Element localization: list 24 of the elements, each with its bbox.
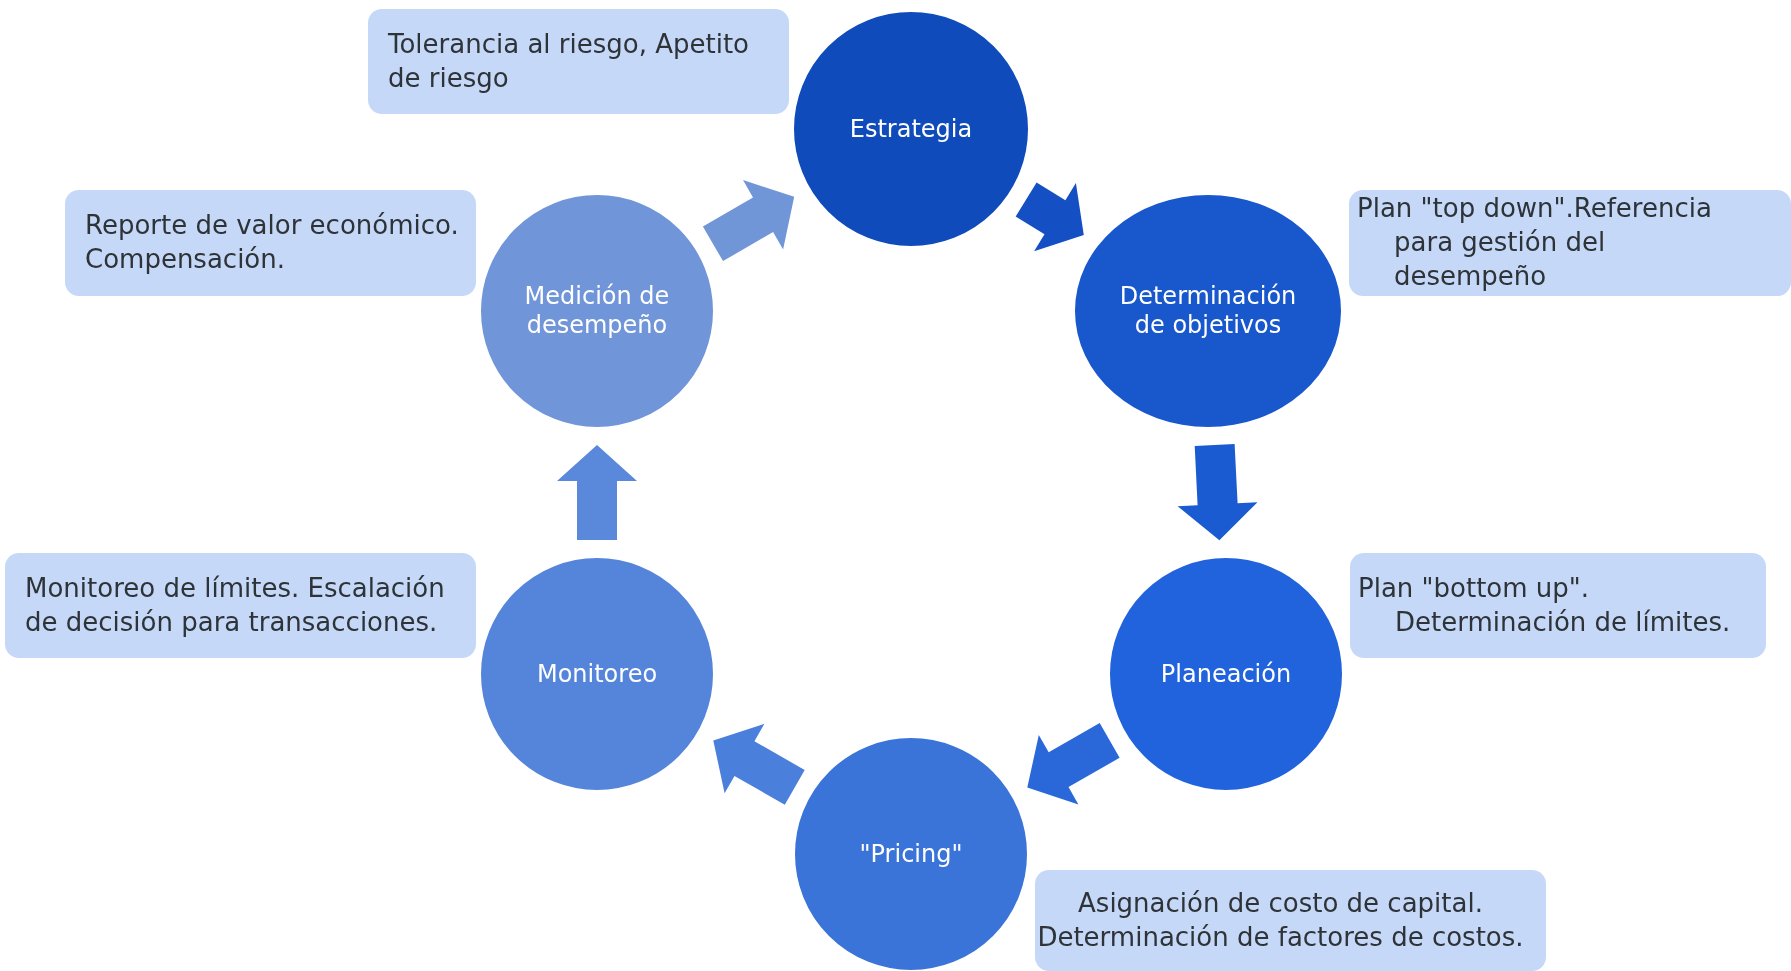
callout-text: Plan "top down".Referencia para gestión del desempeño — [1357, 192, 1713, 293]
circle-label: Estrategia — [849, 114, 973, 144]
callout-box — [1035, 870, 1546, 971]
block-arrow — [713, 723, 805, 805]
callout-box — [1350, 553, 1766, 658]
block-arrow — [1177, 443, 1258, 541]
callout-text: Plan "bottom up". Determinación de límites. — [1358, 571, 1732, 639]
circle-label: Medición de desempeño — [523, 282, 671, 340]
block-arrow — [557, 445, 637, 540]
callout-text: Monitoreo de límites. Escalación de decisión para transacciones. — [25, 571, 446, 639]
callout-box — [65, 190, 476, 296]
callout-text: Asignación de costo de capital. Determinación de factores de costos. — [1036, 886, 1525, 954]
circle-label: "Pricing" — [859, 839, 963, 869]
block-arrow — [702, 180, 795, 262]
block-arrow — [1027, 723, 1120, 805]
callout-box — [368, 9, 789, 114]
circle-label: Monitoreo — [536, 659, 658, 689]
callout-text: Tolerancia al riesgo, Apetito de riesgo — [388, 27, 751, 95]
circle-label: Planeación — [1160, 659, 1292, 689]
callout-box — [5, 553, 476, 658]
callout-box — [1349, 190, 1791, 296]
circle-label: Determinación de objetivos — [1118, 282, 1298, 340]
callout-text: Reporte de valor económico. Compensación. — [85, 209, 460, 276]
block-arrow — [1015, 182, 1084, 252]
